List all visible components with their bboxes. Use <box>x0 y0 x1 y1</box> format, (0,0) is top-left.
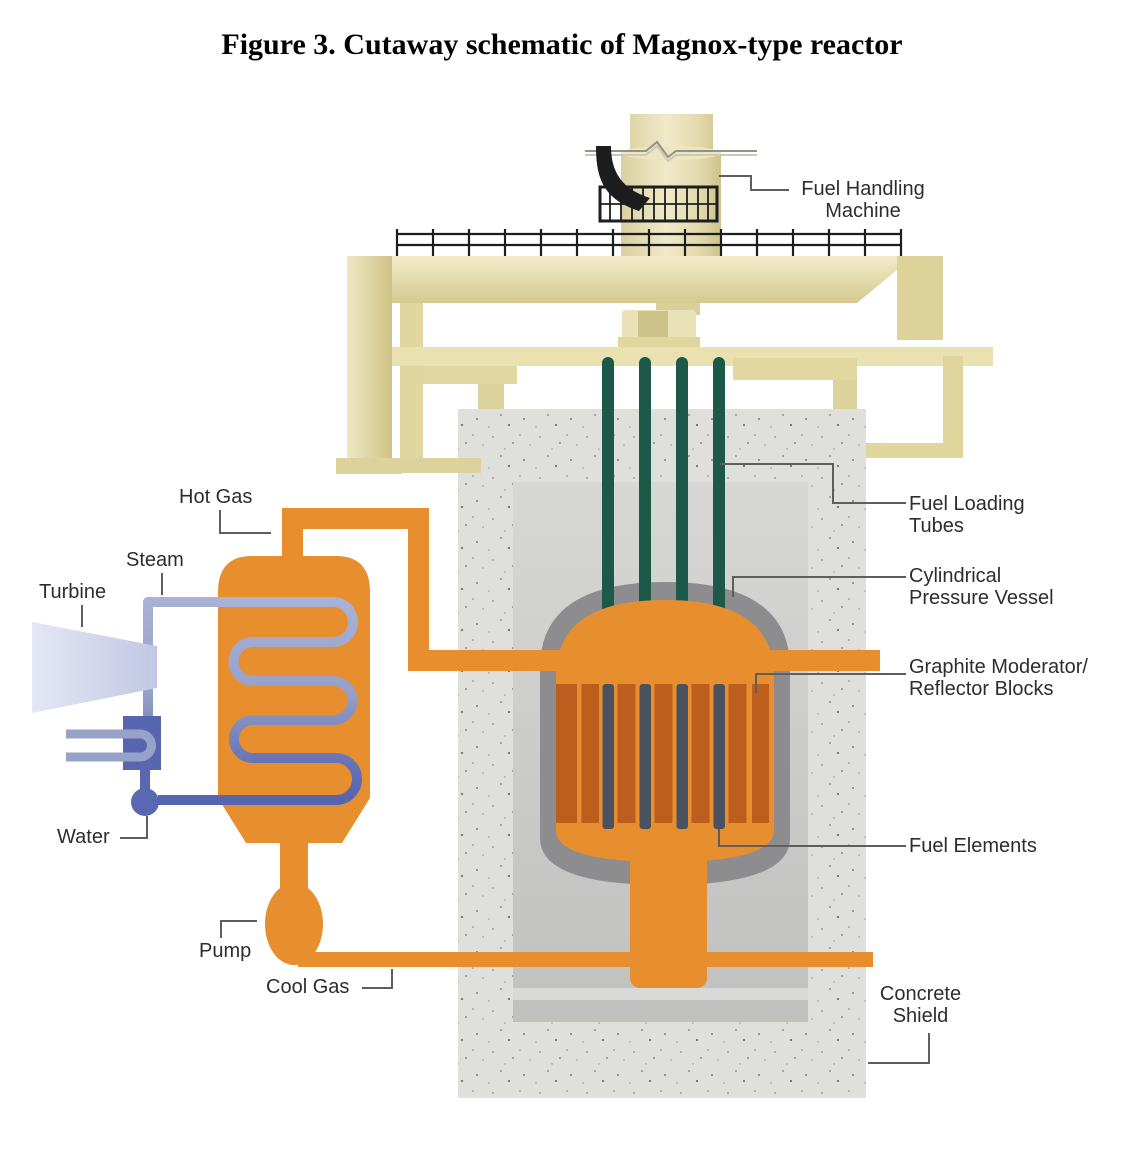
label-steam: Steam <box>126 549 184 571</box>
leader-graphite <box>755 673 906 693</box>
label-line: Machine <box>825 200 901 222</box>
gantry-foot-bar <box>398 458 481 473</box>
label-line: Tubes <box>909 515 964 537</box>
moderator-block <box>752 684 769 823</box>
label-pump: Pump <box>199 940 252 962</box>
gantry-inner-column <box>400 303 423 459</box>
figure-title: Figure 3. Cutaway schematic of Magnox-ty… <box>221 28 903 61</box>
gantry-left-column <box>347 256 392 460</box>
vessel-inlet-pipe-left <box>408 650 568 671</box>
label-line: Fuel Loading <box>909 493 1025 515</box>
leader-pump <box>220 920 257 938</box>
fuel-machine-catwalk <box>596 146 719 223</box>
gantry-right-post <box>833 380 857 410</box>
catwalk-ramp <box>596 146 650 211</box>
turbine-body <box>32 622 157 713</box>
cavity-floor-line <box>513 988 808 1000</box>
fuel-element <box>639 684 651 829</box>
column-break-symbol <box>585 140 757 163</box>
machine-hub-flange <box>618 337 700 347</box>
label-graphite-moderator: Graphite Moderator/ Reflector Blocks <box>909 656 1088 700</box>
vessel-bottom-duct <box>630 840 707 988</box>
moderator-block <box>617 684 636 823</box>
gantry-structure <box>336 229 993 474</box>
leader-lines <box>81 175 930 1064</box>
hot-gas-pipe-top <box>282 508 429 529</box>
fuel-loading-tubes <box>602 357 725 681</box>
cooling-water-utube <box>66 729 156 762</box>
machine-column-upper <box>630 114 713 152</box>
label-fuel-elements: Fuel Elements <box>909 835 1037 857</box>
fuel-element <box>602 684 614 829</box>
gantry-main-beam <box>370 256 943 303</box>
feedwater-loop <box>131 766 159 816</box>
moderator-block <box>581 684 599 823</box>
fuel-loading-tube <box>602 357 614 681</box>
moderator-block <box>728 684 747 823</box>
gantry-right-frame-bottom <box>866 443 963 458</box>
label-line: Reflector Blocks <box>909 678 1054 700</box>
label-fuel-handling-machine: Fuel Handling Machine <box>790 178 936 222</box>
hot-gas-pipe-stub <box>282 529 303 562</box>
label-line: Pressure Vessel <box>909 587 1054 609</box>
label-cool-gas: Cool Gas <box>266 976 350 998</box>
label-concrete-shield: Concrete Shield <box>858 983 983 1027</box>
moderator-block <box>691 684 710 823</box>
leader-fuel-loading <box>720 463 906 504</box>
gantry-right-column <box>897 256 943 340</box>
label-line: Shield <box>892 1005 949 1027</box>
water-pump <box>131 788 159 816</box>
moderator-block <box>556 684 577 823</box>
moderator-block <box>654 684 673 823</box>
fuel-element <box>676 684 688 829</box>
leader-hot-gas <box>219 510 271 534</box>
leader-fuel-handling <box>719 175 789 191</box>
leader-cool-gas <box>362 969 393 989</box>
leader-concrete-shield <box>868 1033 930 1064</box>
gantry-left-foot <box>336 458 402 474</box>
heat-exchanger-vessel <box>218 556 370 843</box>
fuel-handling-machine <box>585 114 757 257</box>
hot-gas-pipe-down <box>408 508 429 671</box>
label-fuel-loading-tubes: Fuel Loading Tubes <box>909 493 1025 537</box>
label-line: Fuel Handling <box>801 178 925 200</box>
graphite-moderator-blocks <box>556 684 769 823</box>
label-turbine: Turbine <box>39 581 107 603</box>
gantry-right-stub-beam <box>733 358 857 380</box>
label-water: Water <box>57 826 110 848</box>
boiler-coil <box>143 597 362 805</box>
label-hot-gas: Hot Gas <box>179 486 253 508</box>
label-line: Concrete <box>879 983 962 1005</box>
gantry-left-post <box>478 384 504 410</box>
leader-water <box>120 816 148 839</box>
condenser-unit <box>66 716 161 770</box>
gantry-mid-beam <box>392 347 993 366</box>
label-line: Cylindrical <box>909 565 1002 587</box>
vessel-outlet-pipe-right <box>756 650 880 671</box>
gantry-railing <box>395 229 903 257</box>
label-pressure-vessel: Cylindrical Pressure Vessel <box>909 565 1054 609</box>
cool-gas-pipe <box>298 952 873 967</box>
gas-pump <box>265 883 323 965</box>
gantry-right-frame-vertical <box>943 356 963 458</box>
label-line: Graphite Moderator/ <box>909 656 1088 678</box>
leader-pressure-vessel <box>732 576 906 597</box>
gantry-left-stub-beam <box>423 366 517 384</box>
machine-column-top-cap <box>621 146 721 160</box>
leader-fuel-elements <box>718 829 906 847</box>
fuel-elements-group <box>602 684 725 829</box>
fuel-loading-tube <box>676 357 688 681</box>
fuel-element <box>713 684 725 829</box>
fuel-loading-tube <box>639 357 651 681</box>
fuel-loading-tube <box>713 357 725 681</box>
